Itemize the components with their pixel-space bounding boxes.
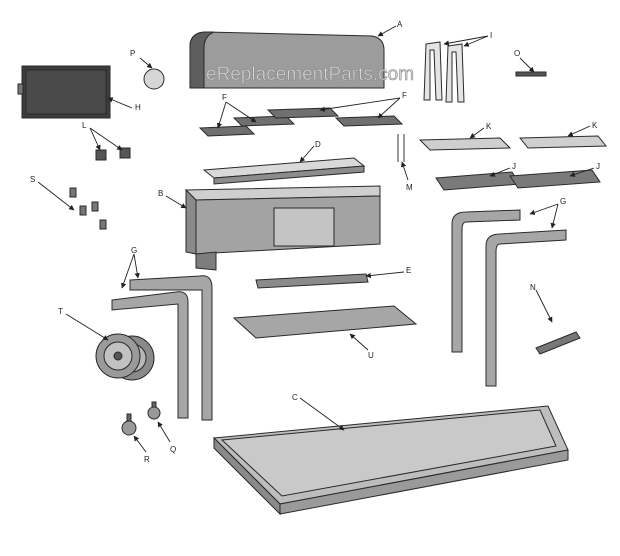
part-c-tray [212, 405, 569, 516]
label-f-left: F [222, 93, 227, 102]
part-s-hardware [69, 187, 107, 230]
part-d-rack [202, 157, 366, 185]
watermark-text: eReplacementParts.com [206, 64, 414, 85]
label-g-right: G [560, 197, 566, 206]
label-i: I [490, 31, 492, 40]
label-b: B [158, 189, 163, 198]
part-t-wheels [95, 333, 155, 381]
part-o-rod [515, 71, 547, 77]
part-e-bar [255, 273, 369, 289]
part-p-knob [143, 68, 165, 90]
label-d: D [315, 140, 321, 149]
part-labels: A P I O H F F L D K K M J J S B G E G N … [30, 20, 600, 464]
part-l-clips [95, 147, 131, 161]
part-r-caster [121, 413, 137, 436]
label-q: Q [170, 445, 176, 454]
leader-lines [37, 25, 595, 453]
part-g-legs-left [111, 275, 213, 421]
label-c: C [292, 393, 298, 402]
part-h-panel [17, 65, 111, 119]
label-s: S [30, 175, 35, 184]
label-j-left: J [512, 162, 516, 171]
label-r: R [144, 455, 150, 464]
label-m: M [406, 183, 413, 192]
part-f-grates [198, 107, 404, 137]
part-u-shelf [232, 305, 418, 339]
label-k-left: K [486, 122, 492, 131]
part-k-shelves [418, 135, 608, 151]
part-b-firebox [184, 185, 381, 271]
part-i-brackets [423, 41, 465, 103]
label-g-left: G [131, 246, 137, 255]
label-h: H [135, 103, 141, 112]
label-j-right: J [596, 162, 600, 171]
part-m-hook [397, 134, 405, 162]
label-l: L [82, 121, 87, 130]
label-a: A [397, 20, 403, 29]
part-n-handle [535, 331, 581, 355]
label-t: T [58, 307, 63, 316]
part-q-caster [147, 401, 161, 420]
label-k-right: K [592, 121, 598, 130]
label-n: N [530, 283, 536, 292]
label-o: O [514, 49, 520, 58]
label-p: P [130, 49, 135, 58]
part-g-legs-right [451, 209, 567, 387]
label-e: E [406, 266, 411, 275]
part-j-brackets [435, 169, 601, 191]
label-u: U [368, 351, 374, 360]
label-f-right: F [402, 91, 407, 100]
part-a-lid [189, 31, 385, 89]
